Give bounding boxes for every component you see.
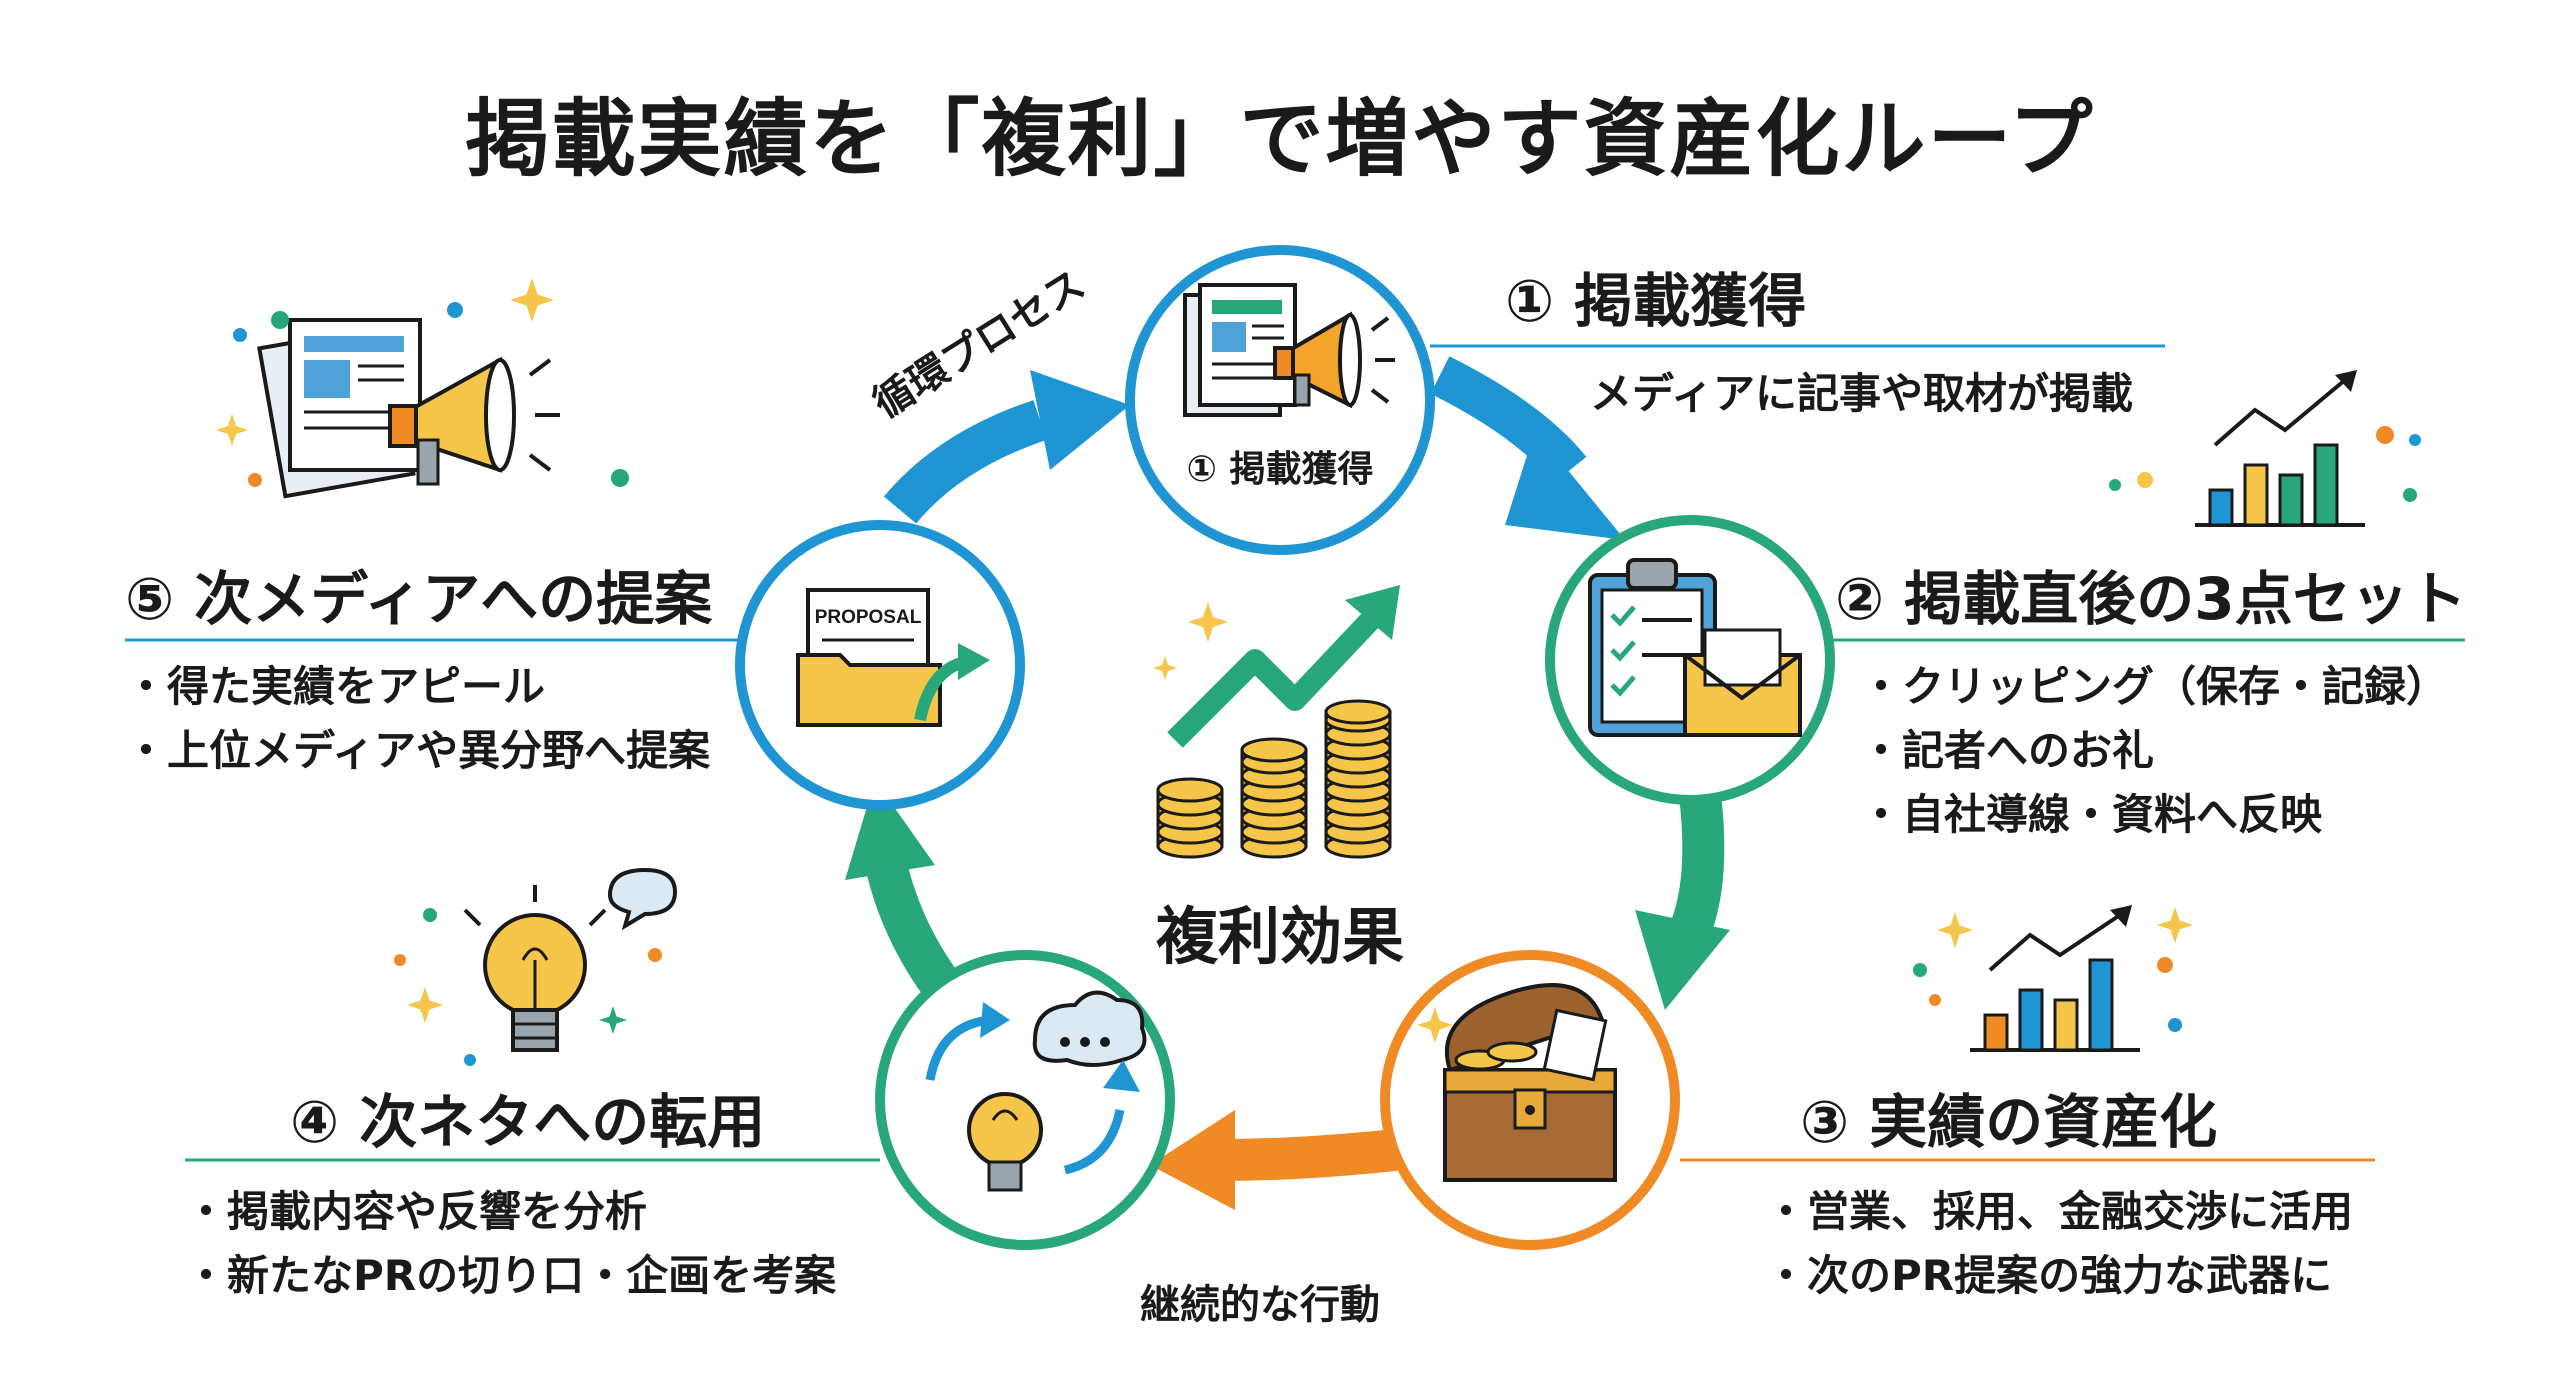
node-2 bbox=[1545, 515, 1835, 805]
node-5: PROPOSAL bbox=[735, 520, 1025, 810]
step-5-bullet: 上位メディアや異分野へ提案 bbox=[125, 719, 710, 783]
arrow-5-to-1 bbox=[883, 400, 1047, 524]
step-3-bullet: 営業、採用、金融交渉に活用 bbox=[1765, 1180, 2353, 1244]
step-1-bullets: メディアに記事や取材が掲載 bbox=[1590, 362, 2133, 426]
arrow-1-to-2 bbox=[1430, 356, 1587, 484]
arrowhead-2-to-3 bbox=[1635, 910, 1730, 1010]
arrow-3-to-4 bbox=[1219, 1129, 1398, 1181]
step-4-bullet: 掲載内容や反響を分析 bbox=[185, 1180, 836, 1244]
step-2-bullet: クリッピング（保存・記録） bbox=[1860, 655, 2448, 719]
step-1-bullet: メディアに記事や取材が掲載 bbox=[1590, 369, 2134, 418]
step-2-bullet: 自社導線・資料へ反映 bbox=[1860, 783, 2448, 847]
coin-stacks bbox=[1156, 699, 1392, 859]
step-4-bullets: 掲載内容や反響を分析 新たなPRの切り口・企画を考案 bbox=[185, 1180, 836, 1308]
decor-lightbulb-icon bbox=[394, 867, 678, 1066]
arrowhead-1-to-2 bbox=[1505, 430, 1625, 540]
loop-arrows bbox=[845, 356, 1730, 1210]
action-label: 継続的な行動 bbox=[1140, 1282, 1380, 1328]
step-4-title: ④ 次ネタへの転用 bbox=[290, 1088, 766, 1156]
node-1-label: ① 掲載獲得 bbox=[1186, 449, 1374, 490]
treasure-chest-icon bbox=[1417, 983, 1617, 1182]
growth-arrowhead bbox=[1345, 585, 1400, 640]
decor-bar-chart-icon-2 bbox=[1913, 905, 2193, 1052]
node-1 bbox=[1125, 245, 1435, 555]
decor-bar-chart-icon bbox=[2109, 370, 2421, 527]
connector-lines bbox=[125, 344, 2465, 1162]
step-5-title: ⑤ 次メディアへの提案 bbox=[125, 565, 713, 633]
proposal-text: PROPOSAL bbox=[815, 607, 922, 628]
arrow-4-to-5 bbox=[864, 855, 962, 1003]
step-3-title: ③ 実績の資産化 bbox=[1800, 1088, 2218, 1156]
step-2-bullet: 記者へのお礼 bbox=[1860, 719, 2448, 783]
decor-confetti-top-left bbox=[216, 278, 629, 487]
arrowhead-5-to-1 bbox=[1030, 370, 1130, 470]
step-3-bullet: 次のPR提案の強力な武器に bbox=[1765, 1244, 2353, 1308]
compound-effect-graphic bbox=[1153, 585, 1400, 859]
step-2-title: ② 掲載直後の3点セット bbox=[1835, 565, 2467, 633]
page-title: 掲載実績を「複利」で増やす資産化ループ bbox=[465, 90, 2095, 188]
arrowhead-3-to-4 bbox=[1150, 1110, 1235, 1210]
growth-arrow bbox=[1167, 602, 1388, 748]
step-5-bullet: 得た実績をアピール bbox=[125, 655, 710, 719]
step-3-bullets: 営業、採用、金融交渉に活用 次のPR提案の強力な武器に bbox=[1765, 1180, 2353, 1308]
lightbulb-idea-icon bbox=[925, 990, 1147, 1192]
center-label: 複利効果 bbox=[1155, 900, 1404, 973]
decor-newspaper-megaphone-icon bbox=[257, 318, 560, 499]
clipboard-envelope-icon bbox=[1588, 558, 1802, 737]
node-3 bbox=[1380, 950, 1680, 1250]
newspaper-megaphone-icon bbox=[1183, 283, 1395, 417]
step-1-title: ① 掲載獲得 bbox=[1505, 267, 1807, 335]
node-4 bbox=[875, 950, 1175, 1250]
arrow-2-to-3 bbox=[1670, 792, 1725, 938]
step-4-bullet: 新たなPRの切り口・企画を考案 bbox=[185, 1244, 836, 1308]
step-2-bullets: クリッピング（保存・記録） 記者へのお礼 自社導線・資料へ反映 bbox=[1860, 655, 2448, 847]
step-5-bullets: 得た実績をアピール 上位メディアや異分野へ提案 bbox=[125, 655, 710, 783]
proposal-folder-icon: PROPOSAL bbox=[796, 588, 990, 727]
